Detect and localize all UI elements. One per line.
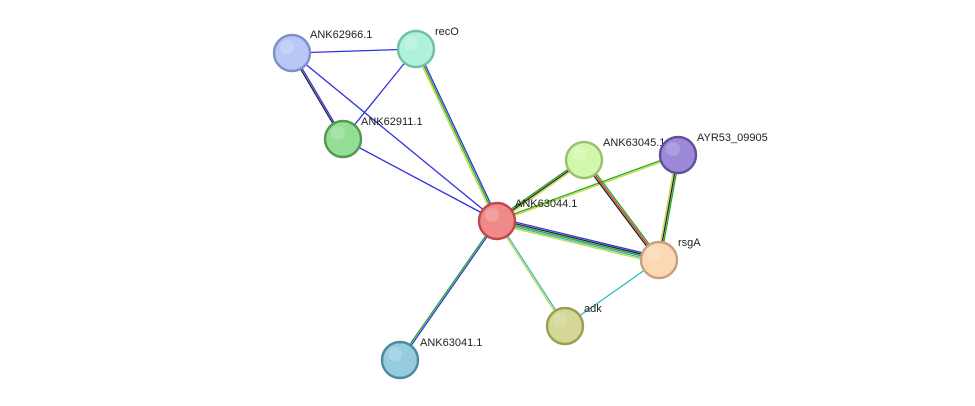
edge-ank62966-1-reco[interactable] [291,48,417,54]
node-label: ANK62911.1 [361,116,423,128]
edge-evidence-line [291,52,498,222]
node-circle[interactable] [396,29,436,69]
node-circle[interactable] [380,340,420,380]
node-circle[interactable] [545,306,585,346]
node-highlight [485,208,499,222]
edge-evidence-line [496,218,661,260]
node-highlight [404,36,418,50]
node-ank62911-1[interactable]: ANK62911.1 [323,116,423,159]
node-circle[interactable] [323,119,363,159]
node-highlight [572,147,586,161]
edge-evidence-line [413,49,497,223]
edge-ank63045-1-rsga[interactable] [582,158,661,262]
edge-evidence-line [497,219,567,327]
edge-evidence-line [400,220,499,362]
node-ayr53-09905[interactable]: AYR53_09905 [658,132,768,175]
nodes-layer: ANK63044.1 ANK62966.1 recO ANK62911.1ANK630… [272,26,768,380]
edge-evidence-line [584,158,661,260]
edge-evidence-line [495,221,660,263]
node-circle[interactable] [564,140,604,180]
node-ank63041-1[interactable]: ANK63041.1 [380,337,482,380]
edges-layer [290,47,681,362]
edge-evidence-line [496,220,660,261]
node-rsga[interactable]: rsgA [639,237,701,280]
edge-evidence-line [416,47,500,221]
node-label: adk [584,303,602,315]
edge-evidence-line [342,48,417,140]
edge-evidence-line [583,159,660,261]
edge-ank63044-1-rsga[interactable] [495,217,661,264]
edge-evidence-line [582,160,659,262]
node-label: ANK63044.1 [515,198,577,210]
edge-ank62966-1-ank63044-1[interactable] [291,52,498,222]
edge-evidence-line [495,220,565,328]
edge-evidence-line [415,48,498,222]
node-adk[interactable]: adk [545,303,602,346]
edge-evidence-line [495,223,659,264]
node-highlight [553,313,567,327]
edge-reco-ank62911-1[interactable] [342,48,417,140]
node-label: ANK63045.1 [603,137,665,149]
node-circle[interactable] [658,135,698,175]
node-label: recO [435,26,459,38]
node-highlight [647,247,661,261]
node-ank62966-1[interactable]: ANK62966.1 [272,29,372,73]
edge-evidence-line [398,219,497,361]
node-highlight [280,40,294,54]
node-circle[interactable] [639,240,679,280]
node-label: ANK63041.1 [420,337,482,349]
edge-ank63044-1-ank63041-1[interactable] [398,219,499,362]
edge-evidence-line [497,217,661,258]
edge-ank62911-1-ank63044-1[interactable] [342,138,498,222]
node-ank63045-1[interactable]: ANK63045.1 [564,137,665,180]
node-ank63044-1[interactable]: ANK63044.1 [477,198,577,241]
edge-evidence-line [496,155,679,223]
edge-evidence-line [291,48,417,54]
node-highlight [331,126,345,140]
node-highlight [388,347,402,361]
node-reco[interactable]: recO [396,26,459,69]
edge-evidence-line [342,138,498,222]
edge-ank63044-1-adk[interactable] [495,219,567,328]
node-label: ANK62966.1 [310,29,372,41]
node-circle[interactable] [477,201,517,241]
node-label: rsgA [678,237,701,249]
edge-reco-ank63044-1[interactable] [413,47,500,223]
edge-evidence-line [496,153,679,221]
node-highlight [666,142,680,156]
node-label: AYR53_09905 [697,132,768,144]
node-circle[interactable] [272,33,312,73]
edge-ank63044-1-ayr53-09905[interactable] [496,153,679,223]
